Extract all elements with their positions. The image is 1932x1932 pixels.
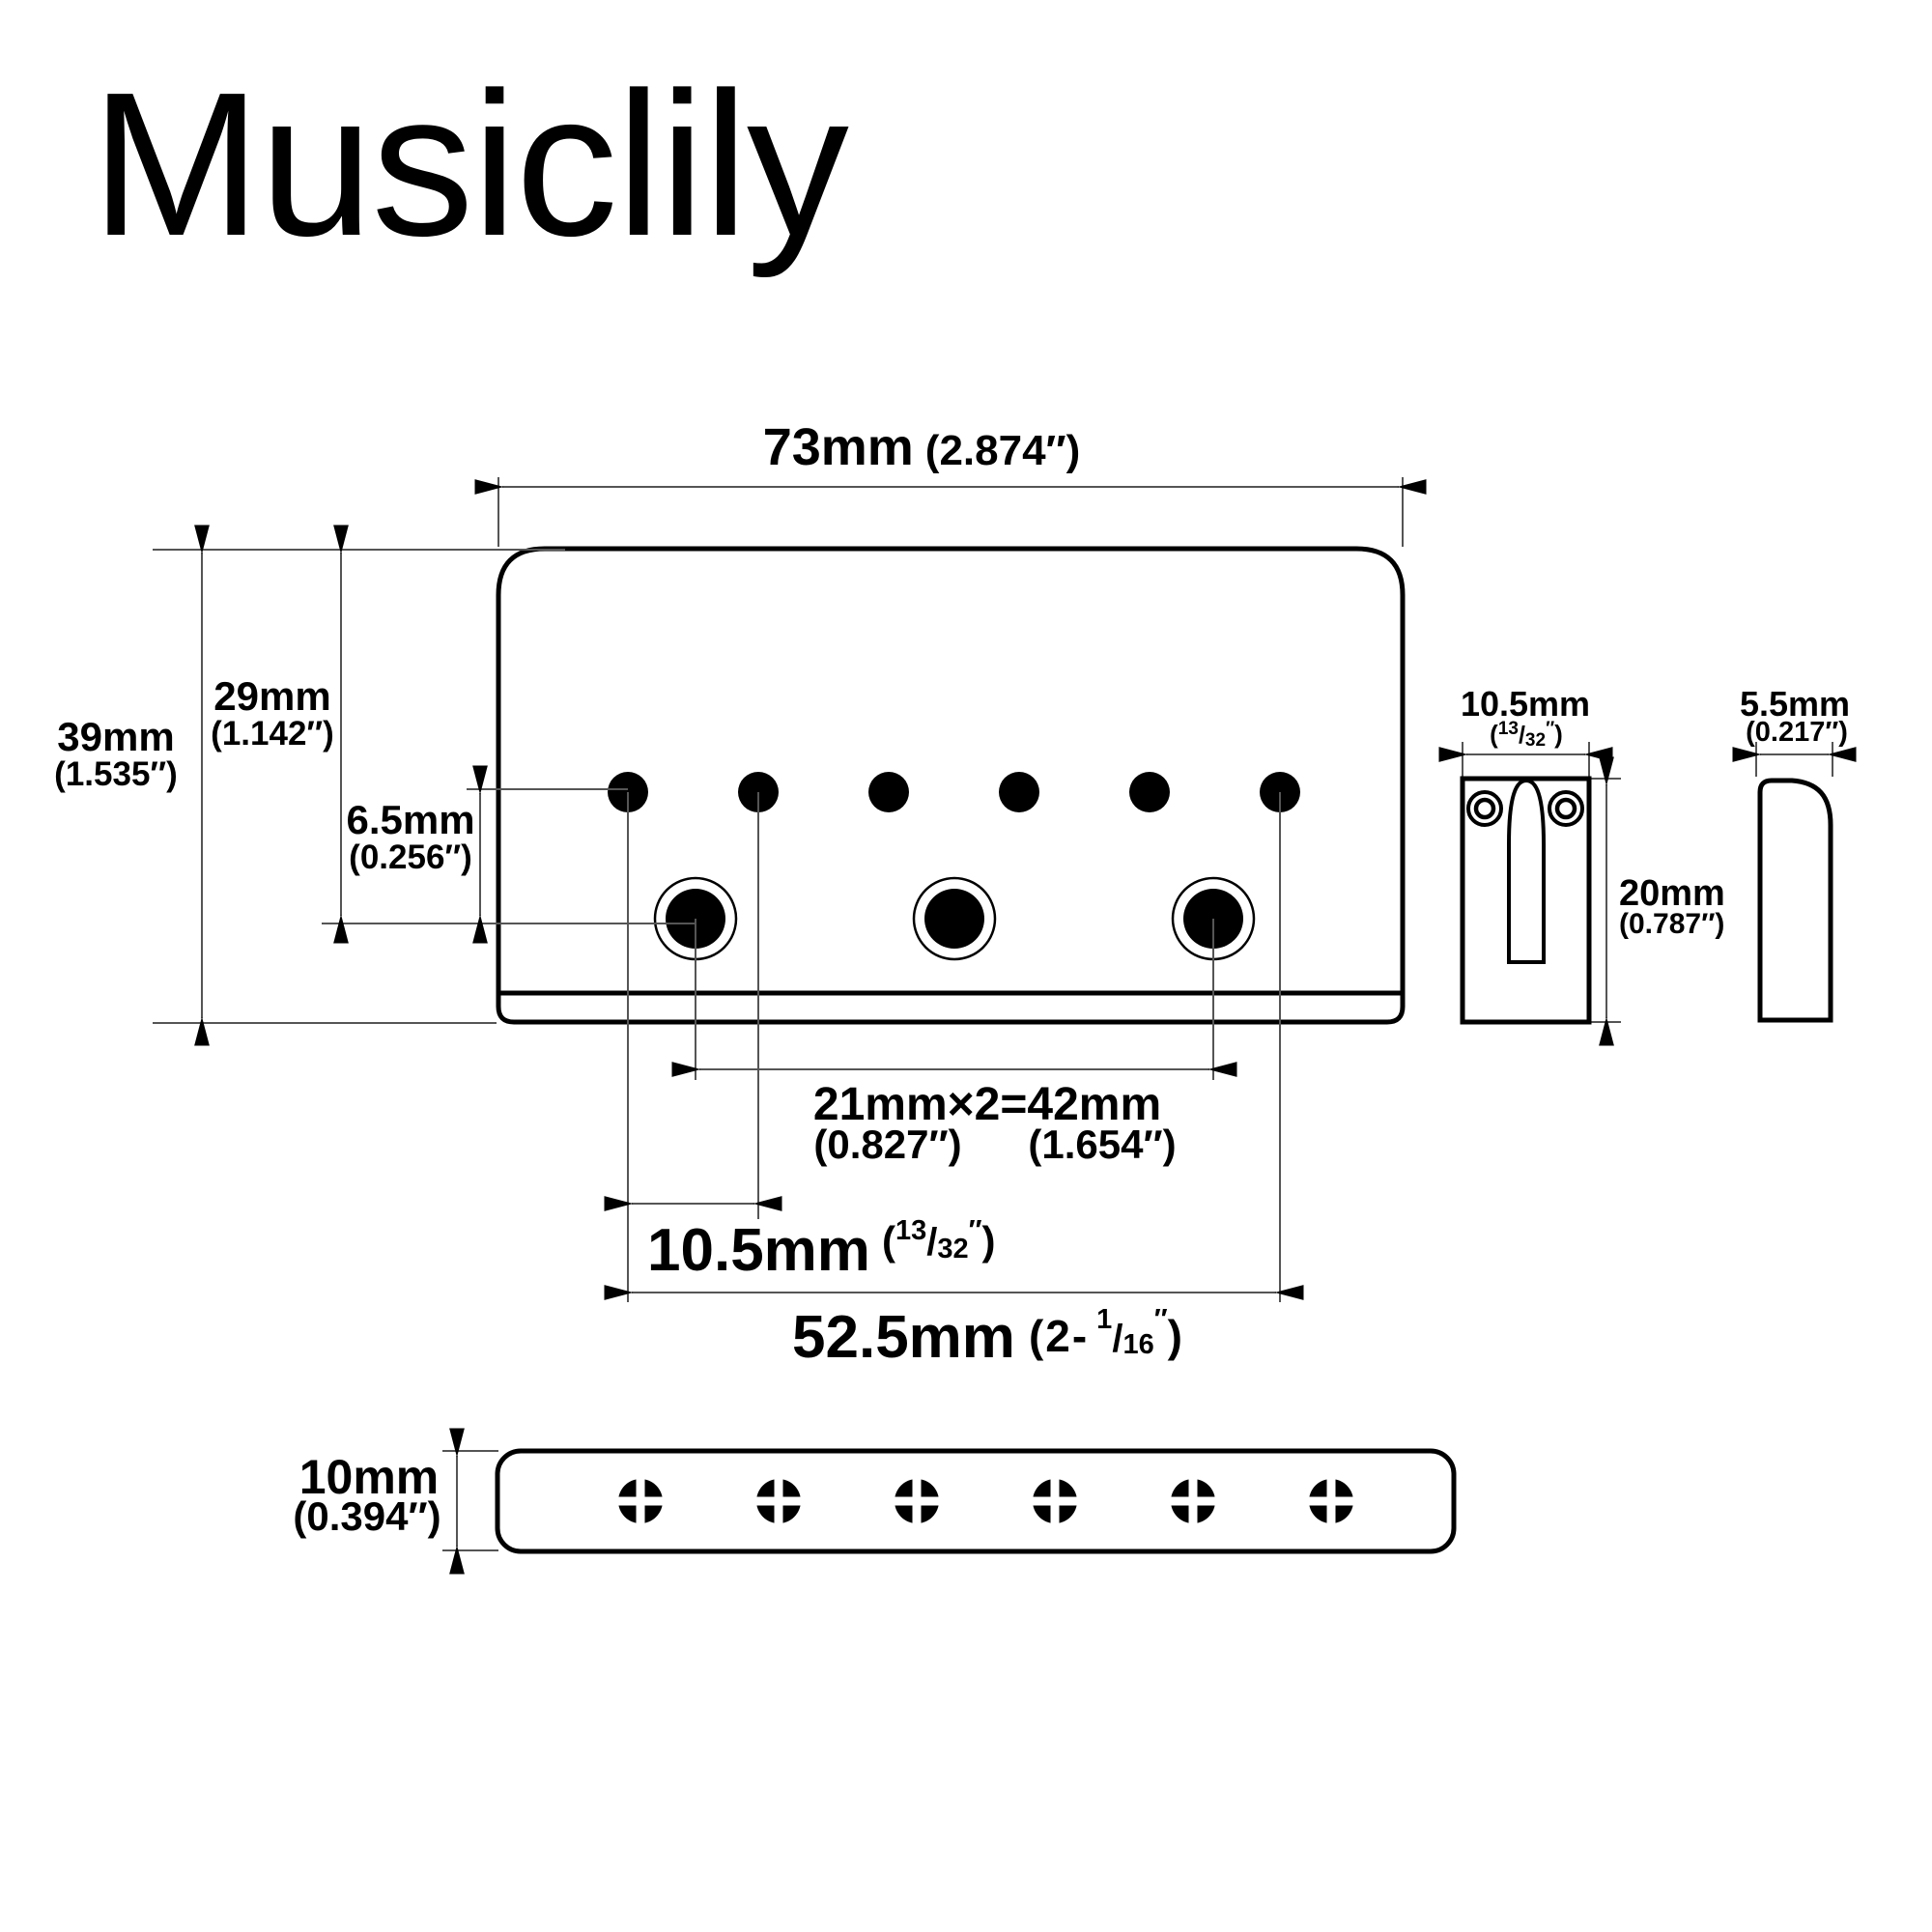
fraction-inch: (2-1/16″) xyxy=(1028,1304,1184,1361)
fraction-inch: (13/32″) xyxy=(881,1215,996,1264)
dim-label-string-spacing: 10.5mm(13/32″) xyxy=(647,1217,996,1281)
screw-ring xyxy=(1548,790,1584,827)
string-slot xyxy=(1507,778,1546,964)
phillips-screw-icon xyxy=(1309,1479,1353,1523)
string-hole xyxy=(1129,772,1170,812)
dim-value-mm: 6.5mm xyxy=(346,797,475,842)
dim-value-inch: (2.874″) xyxy=(924,427,1081,474)
dim-label-top-to-screw-row: 29mm (1.142″) xyxy=(211,673,334,753)
dim-value-mm: 29mm xyxy=(213,673,331,719)
dim-label-screw-spacing-inch-each: (0.827″) xyxy=(813,1122,962,1167)
bottom-view xyxy=(495,1448,1457,1554)
dim-value-mm: 39mm xyxy=(57,714,175,759)
dim-label-e-to-e-spacing: 52.5mm(2-1/16″) xyxy=(792,1306,1184,1368)
phillips-screw-icon xyxy=(1033,1479,1077,1523)
front-view xyxy=(496,546,1406,1025)
dim-label-plate-width: 73mm(2.874″) xyxy=(763,421,1081,473)
dim-label-plate-height: 39mm (1.535″) xyxy=(54,714,178,793)
dim-label-string-to-screw-row: 6.5mm (0.256″) xyxy=(346,797,475,876)
dim-label-bottom-height-inch: (0.394″) xyxy=(293,1493,441,1539)
dim-label-bottom-height: 10mm xyxy=(298,1450,440,1504)
screw-ring xyxy=(1466,790,1503,827)
dim-label-screw-spacing-inch-total: (1.654″) xyxy=(1028,1122,1177,1167)
dim-label-block-width: 10.5mm xyxy=(1460,684,1591,724)
dim-label-block-height-inch: (0.787″) xyxy=(1619,908,1725,940)
string-hole xyxy=(868,772,909,812)
dim-value-mm: 10.5mm xyxy=(647,1217,870,1284)
dim-label-block-width-fraction: (13/32″) xyxy=(1490,719,1563,751)
dim-label-block-height: 20mm xyxy=(1619,873,1725,914)
phillips-screw-icon xyxy=(618,1479,663,1523)
dim-value-inch: (1.535″) xyxy=(54,755,178,793)
phillips-screw-icon xyxy=(1171,1479,1215,1523)
dim-value-mm: 73mm xyxy=(762,418,914,476)
screw-hole xyxy=(912,876,997,961)
dim-value-inch: (0.256″) xyxy=(349,838,472,876)
side-profile-view xyxy=(1757,778,1833,1023)
dim-value-mm: 52.5mm xyxy=(792,1304,1015,1371)
brand-title: Musiclily xyxy=(91,49,849,278)
phillips-screw-icon xyxy=(895,1479,939,1523)
dim-label-screw-spacing: 21mm×2=42mm xyxy=(812,1079,1162,1130)
dimension-lines xyxy=(194,479,1857,1575)
dim-label-thickness-inch: (0.217″) xyxy=(1746,717,1848,748)
dim-label-thickness: 5.5mm xyxy=(1739,684,1851,724)
phillips-screw-icon xyxy=(756,1479,801,1523)
dim-value-inch: (1.142″) xyxy=(211,715,334,753)
block-front-view xyxy=(1460,776,1592,1025)
string-hole xyxy=(999,772,1039,812)
